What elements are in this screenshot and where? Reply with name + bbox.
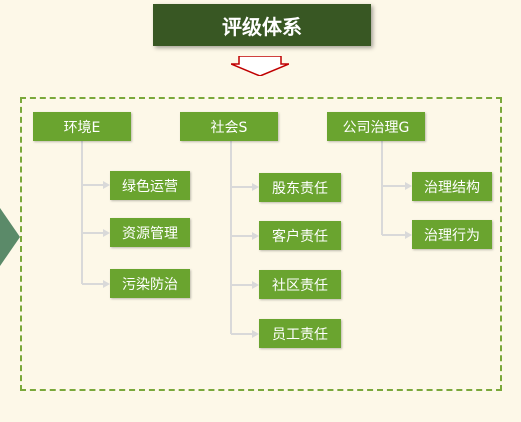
category-environment: 环境E — [33, 112, 131, 141]
env-item-green-operation: 绿色运营 — [110, 171, 190, 200]
env-item-pollution-control: 污染防治 — [110, 269, 190, 298]
social-item-customer: 客户责任 — [259, 221, 341, 250]
env-item-resource-management: 资源管理 — [110, 218, 190, 247]
title-box: 评级体系 — [153, 4, 371, 46]
social-item-shareholder: 股东责任 — [259, 173, 341, 202]
category-governance: 公司治理G — [327, 112, 425, 141]
social-item-employee: 员工责任 — [259, 319, 341, 348]
left-pointer-icon — [0, 208, 20, 266]
gov-item-structure: 治理结构 — [412, 172, 492, 201]
gov-item-behavior: 治理行为 — [412, 220, 492, 249]
category-social: 社会S — [180, 112, 278, 141]
title-text: 评级体系 — [222, 14, 302, 39]
social-item-community: 社区责任 — [259, 270, 341, 299]
down-arrow-icon — [231, 56, 289, 76]
diagram-frame — [20, 97, 502, 391]
